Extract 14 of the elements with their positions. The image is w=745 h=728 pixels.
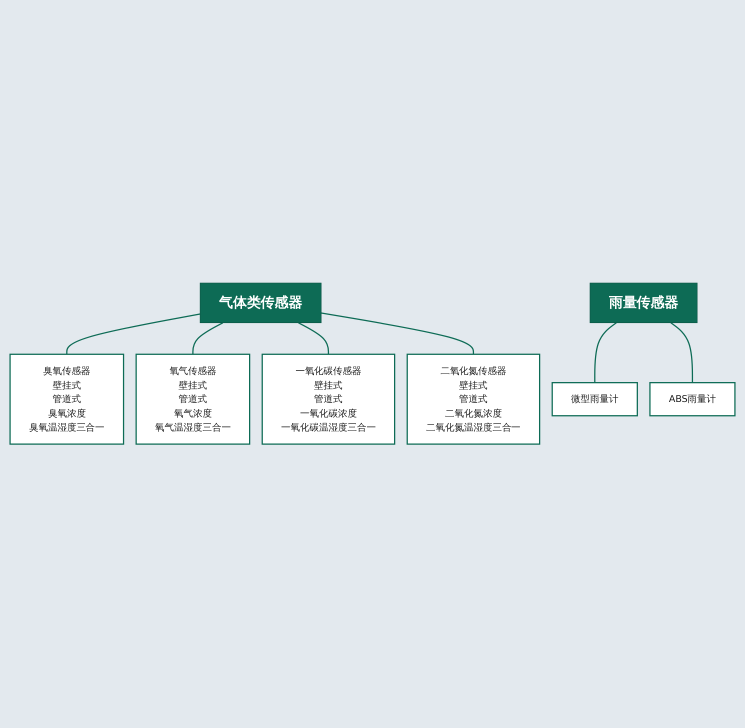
connector <box>66 314 200 355</box>
connector <box>594 322 617 384</box>
connector <box>192 322 224 355</box>
node-box: ABS雨量计 <box>649 382 736 417</box>
connector <box>670 322 694 384</box>
node-box: 气体类传感器 <box>200 283 322 324</box>
node-box: 微型雨量计 <box>552 382 638 417</box>
node-box: 氧气传感器 壁挂式 管道式 氧气浓度 氧气温湿度三合一 <box>136 354 250 446</box>
connector <box>298 322 330 355</box>
connector <box>321 312 474 355</box>
node-box: 二氧化氮传感器 壁挂式 管道式 二氧化氮浓度 二氧化氮温湿度三合一 <box>406 354 540 446</box>
node-box: 臭氧传感器 壁挂式 管道式 臭氧浓度 臭氧温湿度三合一 <box>9 354 124 446</box>
node-box: 一氧化碳传感器 壁挂式 管道式 一氧化碳浓度 一氧化碳温湿度三合一 <box>262 354 396 446</box>
node-box: 雨量传感器 <box>590 283 698 324</box>
